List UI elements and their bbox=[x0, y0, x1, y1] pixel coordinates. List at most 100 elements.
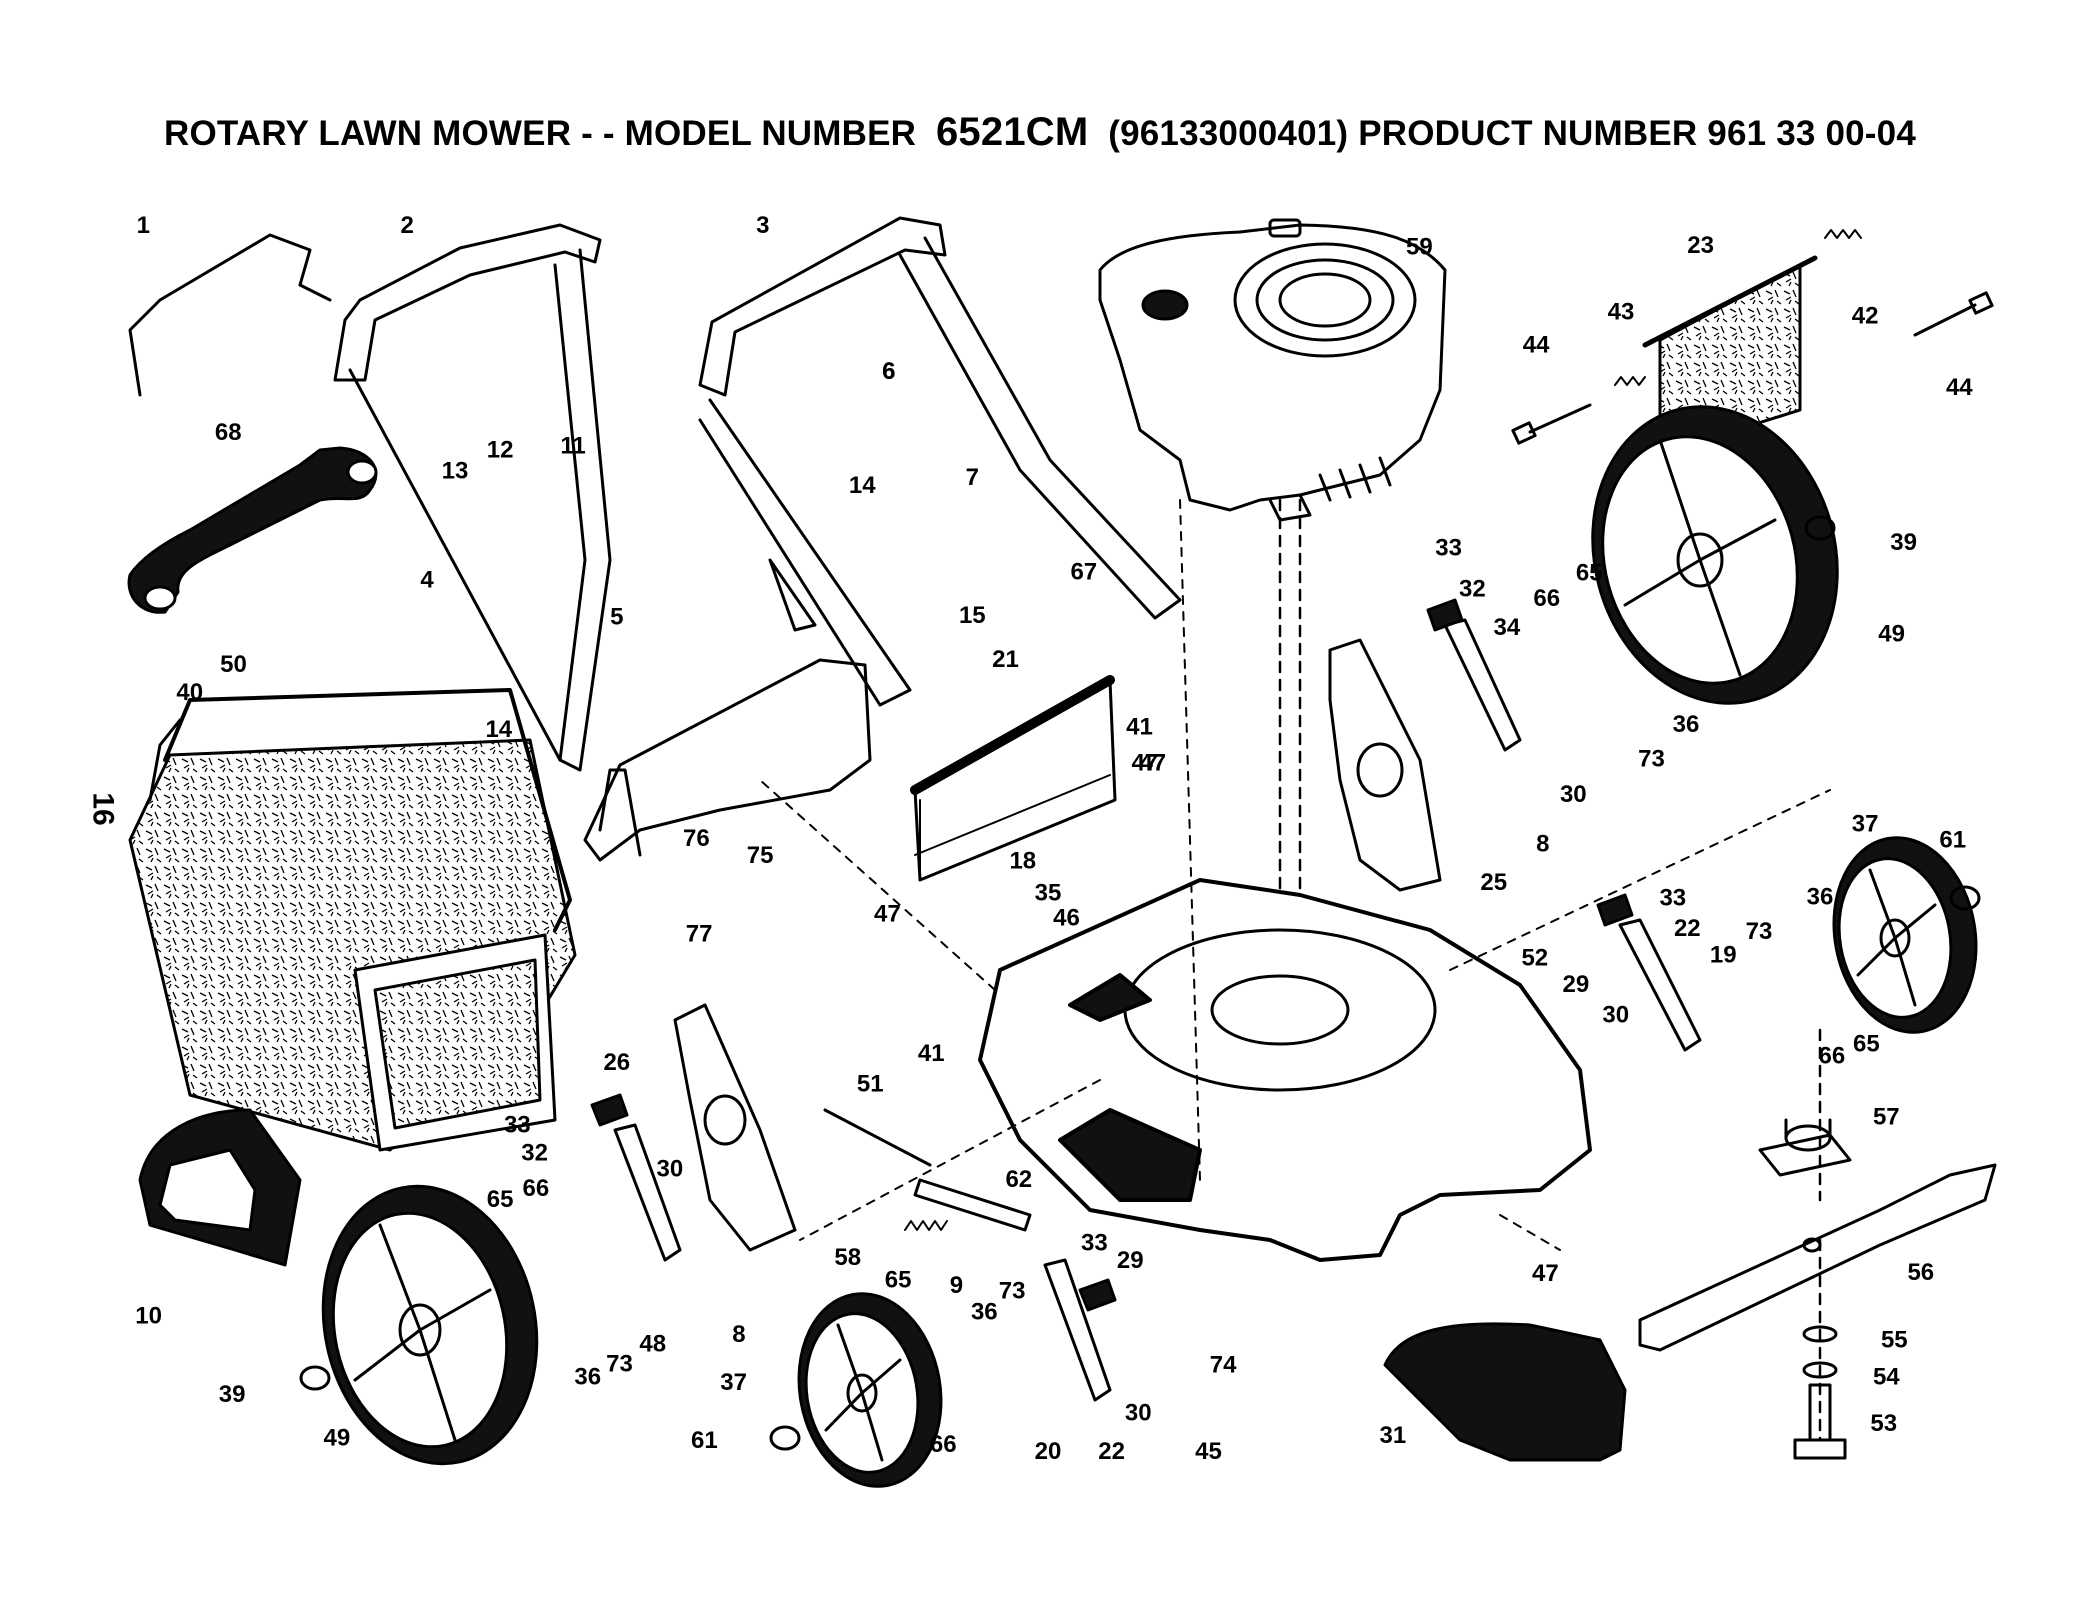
callout-29: 29 bbox=[1117, 1247, 1144, 1274]
callout-20: 20 bbox=[1035, 1438, 1062, 1465]
callout-58: 58 bbox=[834, 1244, 861, 1271]
callout-45: 45 bbox=[1195, 1438, 1222, 1465]
callout-30: 30 bbox=[657, 1155, 684, 1182]
part-1-handle-rod bbox=[128, 233, 332, 397]
callout-25: 25 bbox=[1480, 869, 1507, 896]
callout-4: 4 bbox=[420, 566, 434, 593]
callout-73: 73 bbox=[1746, 918, 1773, 945]
callout-33: 33 bbox=[1081, 1230, 1108, 1257]
title-prefix: ROTARY LAWN MOWER - - MODEL NUMBER bbox=[164, 114, 917, 153]
callout-65: 65 bbox=[885, 1267, 912, 1294]
callout-34: 34 bbox=[1494, 614, 1521, 641]
callout-41: 41 bbox=[918, 1040, 945, 1067]
callout-52: 52 bbox=[1521, 944, 1548, 971]
callout-22: 22 bbox=[1098, 1438, 1125, 1465]
callout-59: 59 bbox=[1406, 233, 1433, 260]
part-31-baffle bbox=[1383, 1322, 1627, 1462]
callout-61: 61 bbox=[691, 1427, 718, 1454]
callout-26: 26 bbox=[603, 1049, 630, 1076]
callout-37: 37 bbox=[720, 1369, 747, 1396]
callout-66: 66 bbox=[523, 1175, 550, 1202]
callout-73: 73 bbox=[606, 1350, 633, 1377]
callout-56: 56 bbox=[1907, 1259, 1934, 1286]
callout-54: 54 bbox=[1873, 1364, 1900, 1391]
part-22-bracket bbox=[1618, 918, 1702, 1052]
callout-30: 30 bbox=[1560, 781, 1587, 808]
callout-11: 11 bbox=[560, 432, 585, 459]
callout-73: 73 bbox=[999, 1277, 1026, 1304]
callout-50: 50 bbox=[220, 651, 247, 678]
callout-66: 66 bbox=[1533, 585, 1560, 612]
callout-32: 32 bbox=[521, 1139, 548, 1166]
callout-35: 35 bbox=[1035, 879, 1062, 906]
callout-22: 22 bbox=[1674, 915, 1701, 942]
callout-47: 47 bbox=[874, 901, 901, 928]
part-52-mower-deck bbox=[978, 878, 1592, 1262]
callout-2: 2 bbox=[401, 212, 414, 239]
callout-9: 9 bbox=[950, 1272, 963, 1299]
part-42-spring bbox=[1824, 229, 1862, 239]
callout-39: 39 bbox=[1890, 529, 1917, 556]
part-56-blade bbox=[1638, 1163, 1997, 1352]
part-75-76-mulch-plug bbox=[583, 658, 872, 862]
callout-47: 47 bbox=[1131, 749, 1158, 776]
callout-33: 33 bbox=[1435, 535, 1462, 562]
callout-46: 46 bbox=[1053, 905, 1080, 932]
part-21-rear-door bbox=[910, 675, 1117, 882]
callout-41: 41 bbox=[1126, 714, 1153, 741]
part-54-washer bbox=[1802, 1361, 1838, 1379]
callout-36: 36 bbox=[574, 1364, 601, 1391]
callout-5: 5 bbox=[610, 604, 623, 631]
part-39-nut bbox=[1804, 515, 1836, 541]
callout-23: 23 bbox=[1687, 232, 1714, 259]
callout-48: 48 bbox=[639, 1330, 666, 1357]
diagram-title: ROTARY LAWN MOWER - - MODEL NUMBER 6521C… bbox=[0, 110, 2080, 155]
part-39-nut bbox=[299, 1365, 331, 1391]
callout-66: 66 bbox=[930, 1431, 957, 1458]
part-9-pivot-bar bbox=[913, 1178, 1032, 1232]
callout-55: 55 bbox=[1881, 1326, 1908, 1353]
callout-37: 37 bbox=[1852, 810, 1879, 837]
callout-77: 77 bbox=[686, 921, 713, 948]
part-25-height-adjuster bbox=[1328, 638, 1442, 892]
part-61-nut bbox=[1949, 885, 1981, 911]
part-33-cap bbox=[590, 598, 1634, 1312]
part-61-nut bbox=[769, 1425, 801, 1451]
callout-15: 15 bbox=[959, 602, 986, 629]
part-40-50-grass-catcher bbox=[128, 688, 577, 1152]
part-32-bracket bbox=[613, 1123, 682, 1262]
callout-42: 42 bbox=[1852, 302, 1879, 329]
callout-31: 31 bbox=[1380, 1422, 1407, 1449]
assembly-lines bbox=[759, 499, 1831, 1251]
callout-40: 40 bbox=[176, 679, 203, 706]
callout-53: 53 bbox=[1870, 1410, 1897, 1437]
callout-65: 65 bbox=[1576, 560, 1603, 587]
callout-30: 30 bbox=[1602, 1001, 1629, 1028]
callout-1: 1 bbox=[137, 212, 150, 239]
callout-66: 66 bbox=[1819, 1043, 1846, 1070]
callout-36: 36 bbox=[1673, 711, 1700, 738]
title-suffix: (96133000401) PRODUCT NUMBER 961 33 00-0… bbox=[1108, 114, 1916, 153]
callout-49: 49 bbox=[324, 1425, 351, 1452]
callout-57: 57 bbox=[1873, 1104, 1900, 1131]
title-model-number: 6521CM bbox=[935, 110, 1089, 154]
callout-14: 14 bbox=[849, 472, 876, 499]
part-44-bolt bbox=[1511, 403, 1592, 445]
callout-62: 62 bbox=[1005, 1166, 1032, 1193]
callout-8: 8 bbox=[732, 1321, 745, 1348]
part-22-bracket bbox=[1043, 1258, 1112, 1402]
callout-75: 75 bbox=[747, 842, 774, 869]
callout-39: 39 bbox=[219, 1381, 246, 1408]
part-53-blade-bolt bbox=[1793, 1383, 1847, 1460]
part-44-bolt bbox=[1913, 291, 1994, 337]
part-26-height-adjuster bbox=[673, 1003, 797, 1252]
callout-6: 6 bbox=[882, 358, 895, 385]
callout-3: 3 bbox=[756, 212, 769, 239]
part-49-wheel-rear-left bbox=[321, 1184, 539, 1466]
callout-29: 29 bbox=[1563, 971, 1590, 998]
part-2-upper-handle bbox=[333, 223, 612, 772]
callout-14: 14 bbox=[485, 716, 512, 743]
callout-43: 43 bbox=[1608, 298, 1635, 325]
callout-6: 6 bbox=[882, 358, 895, 385]
